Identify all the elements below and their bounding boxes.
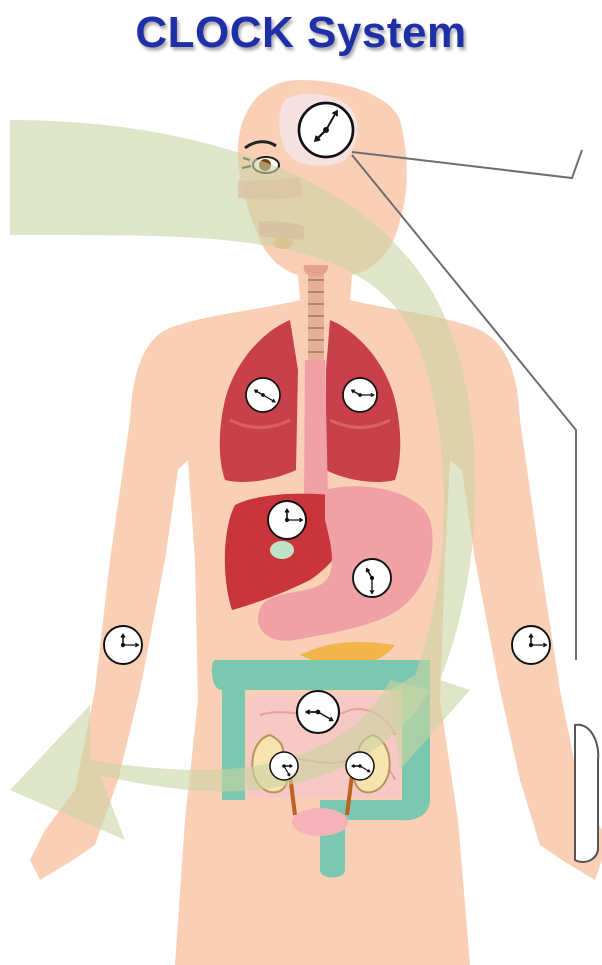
gallbladder [270,541,294,559]
right-kidney-clock-icon [346,752,374,780]
bladder [292,808,348,836]
left-kidney-clock-icon [270,752,298,780]
right-edge-decorations [575,725,598,862]
left-lung-clock-icon [246,378,280,412]
left-arm-clock-icon [512,626,550,664]
right-arm-clock-icon [104,626,142,664]
stomach-clock-icon [353,559,391,597]
intestine-clock-icon [297,691,339,733]
liver-clock-icon [268,501,306,539]
esophagus [304,360,328,500]
right-lung-clock-icon [343,378,377,412]
brain-clock-icon [299,103,353,157]
